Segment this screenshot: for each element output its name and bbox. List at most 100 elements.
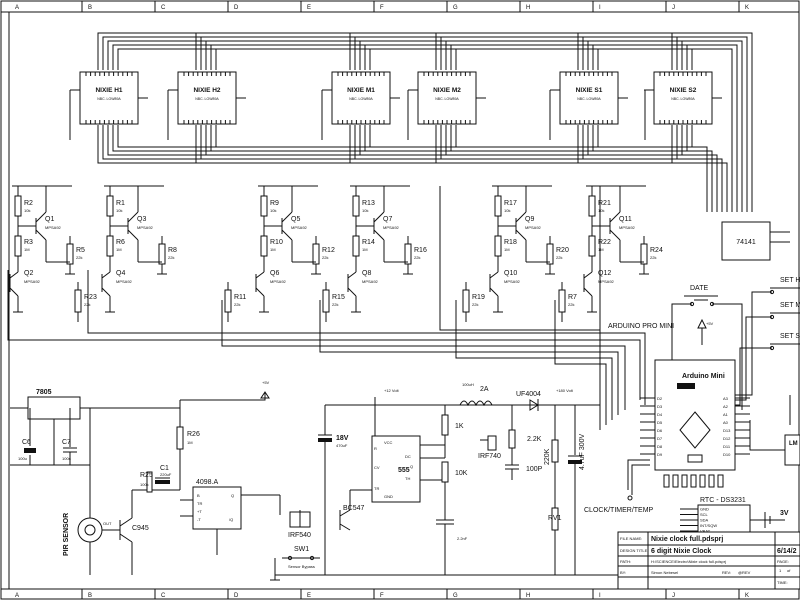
cd4098-pin: /Q	[229, 517, 233, 522]
pir-sensor-circuit: PIR SENSOR OUT C945 R25 100k C1 220uF R2…	[63, 408, 200, 575]
mcu-chip	[679, 411, 711, 449]
file-name-label: FILE NAME:	[620, 536, 642, 541]
transistor-type: MPSA92	[291, 225, 308, 230]
path-label: PATH:	[620, 559, 631, 564]
cd4098-pin: +T	[197, 509, 202, 514]
bc547-label: BC547	[343, 505, 365, 512]
irf540-switch: IRF540 SW1 Sensor Bypass	[270, 495, 325, 581]
transistor-label: Q9	[525, 216, 534, 223]
border-letter-top: I	[599, 5, 601, 11]
cd4098-pin: Q	[231, 493, 234, 498]
r25-value: 100k	[140, 482, 149, 487]
resistor-value: 10k	[270, 208, 276, 213]
page-label: PAGE:	[777, 559, 789, 564]
resistor-value: 10k	[362, 208, 368, 213]
rv1-label: RV1	[548, 515, 562, 522]
irf540-label: IRF540	[288, 532, 311, 539]
set-button[interactable]: SET S	[735, 333, 800, 406]
rtc-label: RTC - DS3231	[700, 497, 746, 504]
r26-value: 1M	[187, 440, 193, 445]
arduino-section-label: ARDUINO PRO MINI	[608, 323, 674, 330]
pir-out: OUT	[103, 521, 112, 526]
nixie-label: NIXIE M1	[347, 87, 375, 94]
file-name: Nixie clock full.pdsprj	[651, 536, 723, 543]
path: H:\SCIENCE\Electro\Nixie clock full.pdsp…	[651, 559, 726, 564]
arduino-pin-right: A2	[723, 404, 729, 409]
resistor-label: R3	[24, 239, 33, 246]
rtc-pin: GND	[700, 507, 709, 512]
transistor-label: Q6	[270, 270, 279, 277]
resistor-value: 10k	[598, 208, 604, 213]
border-letter-bottom: H	[526, 593, 530, 599]
resistor-label: R2	[24, 200, 33, 207]
resistor-value: 1M	[504, 247, 510, 252]
boost-r1-label: 1K	[455, 423, 464, 430]
resistor-label: R22	[598, 239, 611, 246]
transistor-type: MPSA92	[45, 225, 62, 230]
cd4098-monostable: 4098.A B TR +T -T Q /Q	[180, 479, 280, 555]
transistor-type: MPSA92	[362, 279, 379, 284]
arduino-pin-left: D8	[657, 444, 663, 449]
diode-label: UF4004	[516, 391, 541, 398]
transistor-label: Q7	[383, 216, 392, 223]
resistor-value: 1M	[24, 247, 30, 252]
border-letter-bottom: J	[672, 593, 675, 599]
t555-pin: R	[374, 446, 377, 451]
arduino-board-label: Arduino Mini	[682, 373, 725, 380]
time-label: TIME:	[777, 580, 788, 585]
arduino-vcc-label: +5V	[706, 321, 714, 326]
arduino-pin-right: A0	[723, 420, 729, 425]
resistor-label: R20	[556, 247, 569, 254]
arduino-pin-right: A1	[723, 412, 729, 417]
date-switch[interactable]: DATE +5V	[671, 285, 743, 410]
resistor-label: R8	[168, 247, 177, 254]
arduino-pin-left: D6	[657, 428, 663, 433]
resistor-value: 1M	[362, 247, 368, 252]
set-button[interactable]: SET H	[735, 277, 800, 396]
set-button[interactable]: SET M	[735, 302, 800, 401]
rev-label: REV:	[722, 570, 731, 575]
nixie-sub: NBC. LOW89A	[97, 97, 121, 101]
resistor-value: 22k	[322, 255, 328, 260]
timer555-label: 555	[398, 467, 410, 474]
irf740-label: IRF740	[478, 453, 501, 460]
resistor-label: R16	[414, 247, 427, 254]
resistor-label: R14	[362, 239, 375, 246]
transistor-type: MPSA92	[24, 279, 41, 284]
t555-pin: TH	[405, 476, 410, 481]
border-letter-top: F	[380, 5, 384, 11]
nixie-label: NIXIE S2	[670, 87, 697, 94]
mode-switch[interactable]: CLOCK/TIMER/TEMP	[584, 459, 654, 514]
resistor-label: R6	[116, 239, 125, 246]
transistor-type: MPSA92	[525, 225, 542, 230]
nixie-sub: NBC. LOW89A	[671, 97, 695, 101]
resistor-label: R17	[504, 200, 517, 207]
resistor-label: R5	[76, 247, 85, 254]
cd4098-pin: -T	[197, 517, 201, 522]
sw1-label[interactable]: SW1	[294, 546, 309, 553]
border-letter-top: D	[234, 5, 239, 11]
transistor-label: Q11	[619, 216, 632, 223]
arduino-pin-left: D5	[657, 420, 663, 425]
sw1-note: Sensor Bypass	[288, 564, 315, 569]
resistor-value: 10k	[504, 208, 510, 213]
nixie-label: NIXIE S1	[576, 87, 603, 94]
r26-label: R26	[187, 431, 200, 438]
c7-label: C7	[62, 439, 71, 446]
page-of: of	[787, 568, 791, 573]
resistor-value: 1M	[116, 247, 122, 252]
transistor-label: Q2	[24, 270, 33, 277]
boost-r2-label: 10K	[455, 470, 468, 477]
resistor-label: R1	[116, 200, 125, 207]
regulator-label: 7805	[36, 389, 52, 396]
boost-r3-label: 2.2K	[527, 436, 542, 443]
arduino-pin-right: A3	[723, 396, 729, 401]
r25-label: R25	[140, 472, 153, 479]
